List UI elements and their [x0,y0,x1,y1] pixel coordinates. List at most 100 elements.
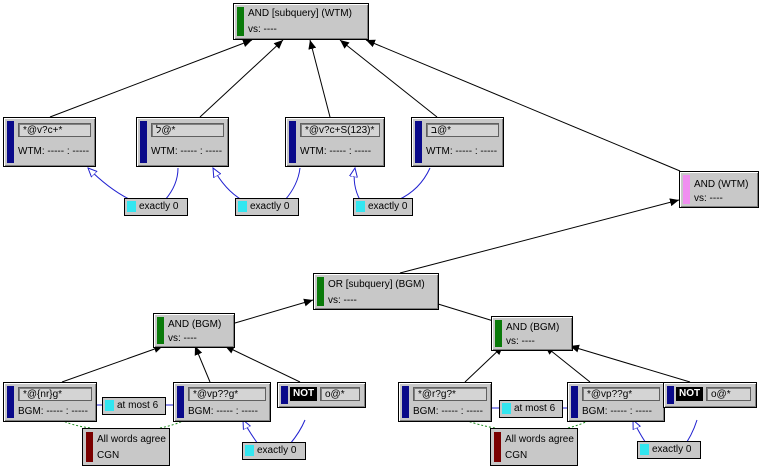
edge-w4-to-and [339,39,438,118]
word-pattern-field[interactable]: ל@* [151,123,224,137]
word-node-br2[interactable]: *@vp??g* BGM: ----- : ----- [567,382,665,422]
edge-br1-to-andr [464,345,504,383]
rel-r3-line-b [397,167,431,201]
word-node-bl2[interactable]: *@vp??g* BGM: ----- : ----- [173,382,271,422]
word-pattern-field[interactable]: *@{nr}g* [18,387,92,401]
edge-w3-to-and [308,39,331,118]
word-pattern-field[interactable]: o@* [706,387,751,401]
and-subquery-wtm-node[interactable]: AND [subquery] (WTM) vs: ---- [233,3,369,40]
word-node-br3[interactable]: NOT o@* [663,382,757,408]
word-pattern-field[interactable]: ב@* [426,123,499,137]
node-color-bar [683,175,690,204]
agreement-line2: CGN [97,450,120,461]
relation-r7[interactable]: exactly 0 [637,441,701,459]
node-sub: BGM: ----- : ----- [18,406,88,417]
node-title: OR [subquery] (BGM) [328,279,425,290]
relation-r3[interactable]: exactly 0 [353,198,413,216]
agreement-color-bar [494,432,501,462]
or-subquery-bgm-node[interactable]: OR [subquery] (BGM) vs: ---- [313,273,439,310]
and-bgm-right-node[interactable]: AND (BGM) vs: ---- [491,316,573,351]
relation-label: at most 6 [117,400,159,411]
node-color-bar [402,386,409,418]
word-pattern-field[interactable]: *@v?c+* [18,123,91,137]
edge-bl3-to-andl [224,345,301,383]
word-node-bl1[interactable]: *@{nr}g* BGM: ----- : ----- [3,382,97,422]
rel-r2-line-a [213,168,243,201]
relation-label: exactly 0 [257,445,297,456]
rel-r5-line-b [289,419,306,445]
relation-handle [127,201,136,212]
node-color-bar [237,7,244,36]
rel-r2-line-b [284,167,301,201]
relation-handle [356,201,365,212]
agreement-a2[interactable]: All words agree CGN [490,428,578,466]
edge-bl2-to-andl [194,345,211,383]
relation-handle [502,403,511,414]
node-sub: vs: ---- [248,24,277,35]
node-sub: BGM: ----- : ----- [188,406,258,417]
node-color-bar [415,121,422,163]
node-color-bar [289,121,296,163]
word-node-w4[interactable]: ב@* WTM: ----- : ----- [411,117,504,167]
node-color-bar [140,121,147,163]
word-node-bl3[interactable]: NOT o@* [277,382,366,408]
word-node-w3[interactable]: *@v?c+S(123)* WTM: ----- : ----- [285,117,385,167]
node-sub: BGM: ----- : ----- [582,406,652,417]
node-title: AND (BGM) [506,322,560,333]
node-color-bar [7,121,14,163]
and-bgm-left-node[interactable]: AND (BGM) vs: ---- [153,313,235,348]
edge-andwtm-to-and [365,39,681,172]
relation-r6[interactable]: at most 6 [499,400,563,418]
node-sub: WTM: ----- : ----- [426,146,498,157]
relation-label: exactly 0 [368,201,408,212]
node-color-bar [177,386,184,418]
word-node-br1[interactable]: *@r?g?* BGM: ----- : ----- [398,382,492,422]
relation-label: at most 6 [514,403,556,414]
node-sub: vs: ---- [168,333,197,344]
agree-a1-line-a [61,419,91,429]
node-color-bar [7,386,14,418]
edge-br2-to-andr [544,345,591,383]
relation-r4[interactable]: at most 6 [102,397,166,415]
node-sub: WTM: ----- : ----- [151,146,223,157]
node-sub: vs: ---- [694,193,723,204]
agreement-color-bar [86,432,93,462]
not-badge[interactable]: NOT [290,387,318,401]
node-title: AND [subquery] (WTM) [248,8,352,19]
node-color-bar [667,386,674,404]
word-pattern-field[interactable]: *@vp??g* [582,387,660,401]
rel-r3-line-a [354,168,361,201]
edge-andl-to-or [234,298,314,324]
node-sub: WTM: ----- : ----- [300,146,372,157]
node-title: AND (BGM) [168,319,222,330]
relation-handle [105,400,114,411]
relation-handle [640,444,649,455]
and-wtm-node[interactable]: AND (WTM) vs: ---- [679,171,759,208]
rel-r1-line-a [88,168,132,201]
edge-br3-to-andr [569,344,691,383]
word-node-w1[interactable]: *@v?c+* WTM: ----- : ----- [3,117,96,167]
relation-handle [245,445,254,456]
agreement-line1: All words agree [97,434,166,445]
relation-r1[interactable]: exactly 0 [124,198,188,216]
rel-r5-line-a [243,420,259,445]
agreement-line2: CGN [505,450,528,461]
relation-r5[interactable]: exactly 0 [242,442,306,460]
relation-r2[interactable]: exactly 0 [235,198,299,216]
word-pattern-field[interactable]: o@* [320,387,360,401]
node-sub: BGM: ----- : ----- [413,406,483,417]
edge-w2-to-and [199,39,284,118]
not-badge[interactable]: NOT [676,387,704,401]
edge-w1-to-and [49,39,253,118]
edge-or-to-andwtm [399,198,680,274]
node-sub: WTM: ----- : ----- [18,146,90,157]
word-pattern-field[interactable]: *@v?c+S(123)* [300,123,380,137]
node-color-bar [281,386,288,404]
word-node-w2[interactable]: ל@* WTM: ----- : ----- [136,117,229,167]
word-pattern-field[interactable]: *@vp??g* [188,387,266,401]
agreement-a1[interactable]: All words agree CGN [82,428,170,466]
word-pattern-field[interactable]: *@r?g?* [413,387,487,401]
relation-handle [238,201,247,212]
node-color-bar [495,320,502,347]
agreement-line1: All words agree [505,434,574,445]
